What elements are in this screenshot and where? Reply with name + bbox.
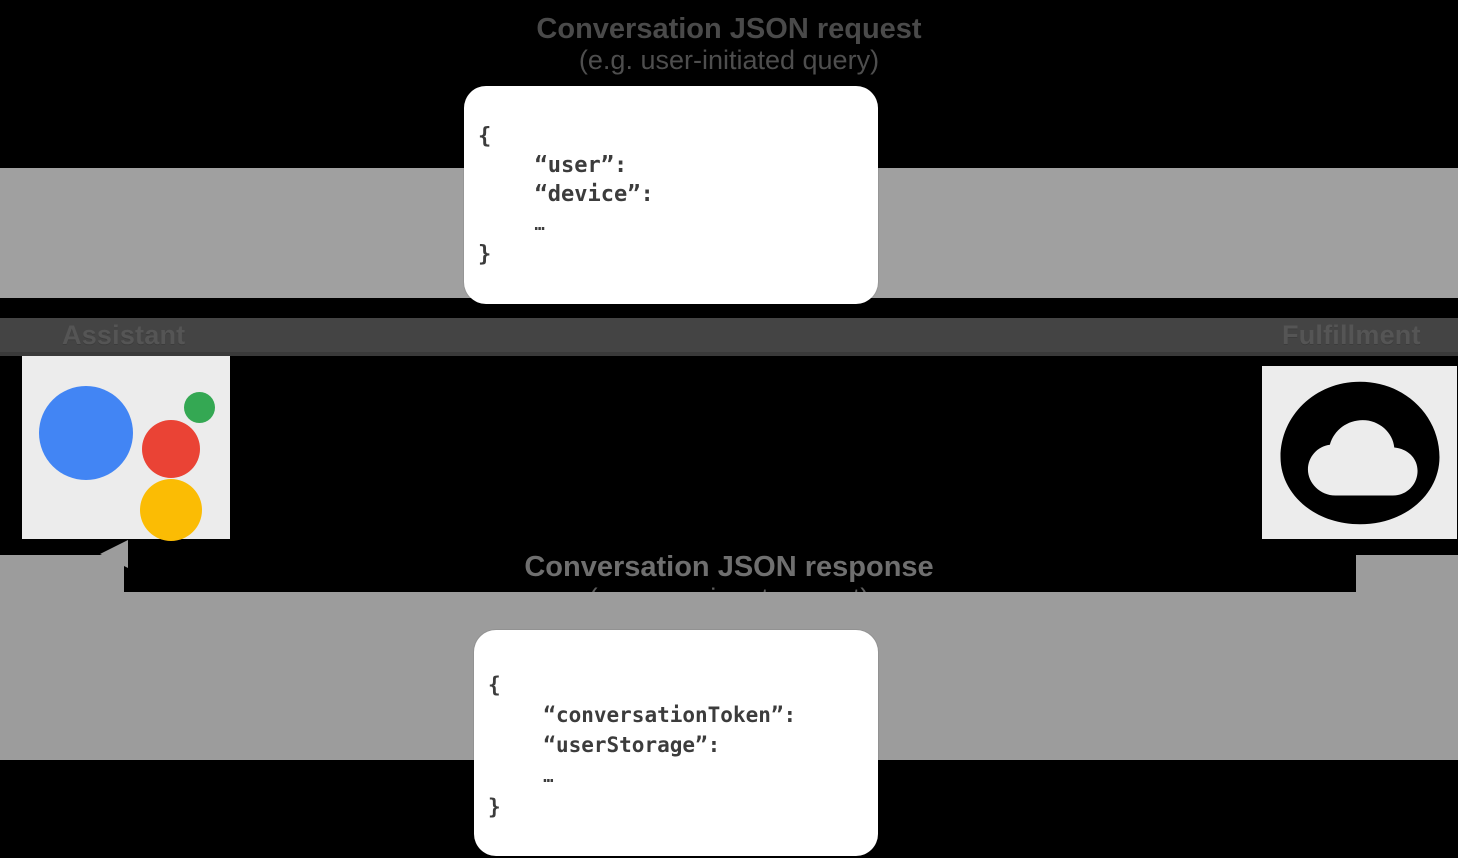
endpoint-label-strip [0,318,1458,352]
cloud-icon [1280,381,1439,524]
assistant-label: Assistant [62,320,186,350]
request-flow-title: Conversation JSON request [536,13,922,45]
assistant-blue-dot-icon [38,385,133,480]
response-flow-title: Conversation JSON response [524,551,934,583]
assistant-red-dot-icon [141,419,200,478]
response-field-user-storage: “userStorage”: [543,733,721,757]
request-arrow-head-icon [1326,268,1356,298]
request-json-code: { “user”: “device”: … } [464,86,878,269]
request-ellipsis: … [534,215,545,235]
request-field-device: “device”: [534,182,654,207]
google-assistant-logo-icon [38,373,215,541]
request-flow-subtitle: (e.g. user-initiated query) [578,45,880,76]
response-close-brace: } [488,795,501,819]
strip-divider [0,352,1458,356]
request-arrow-right-band [1356,168,1458,298]
assistant-green-dot-icon [183,391,215,423]
request-arrow-left-band [0,168,124,298]
response-open-brace: { [488,673,501,697]
response-arrow-right-band [1356,555,1458,760]
response-json-bubble: { “conversationToken”: “userStorage”: … … [474,630,878,856]
request-open-brace: { [478,124,492,149]
response-arrow-left-band [0,555,124,760]
request-json-bubble: { “user”: “device”: … } [464,86,878,304]
fulfillment-label: Fulfillment [1282,320,1421,350]
response-ellipsis: … [543,767,554,787]
assistant-endpoint-tile [22,356,230,541]
response-arrow-head-icon [100,540,128,568]
request-close-brace: } [478,242,492,267]
response-field-conversation-token: “conversationToken”: [543,703,797,727]
request-field-user: “user”: [534,153,628,178]
fulfillment-endpoint-tile [1262,366,1457,539]
assistant-yellow-dot-icon [139,478,202,541]
request-flow-caption: Conversation JSON request (e.g. user-ini… [0,13,1458,76]
response-json-code: { “conversationToken”: “userStorage”: … … [474,630,878,822]
